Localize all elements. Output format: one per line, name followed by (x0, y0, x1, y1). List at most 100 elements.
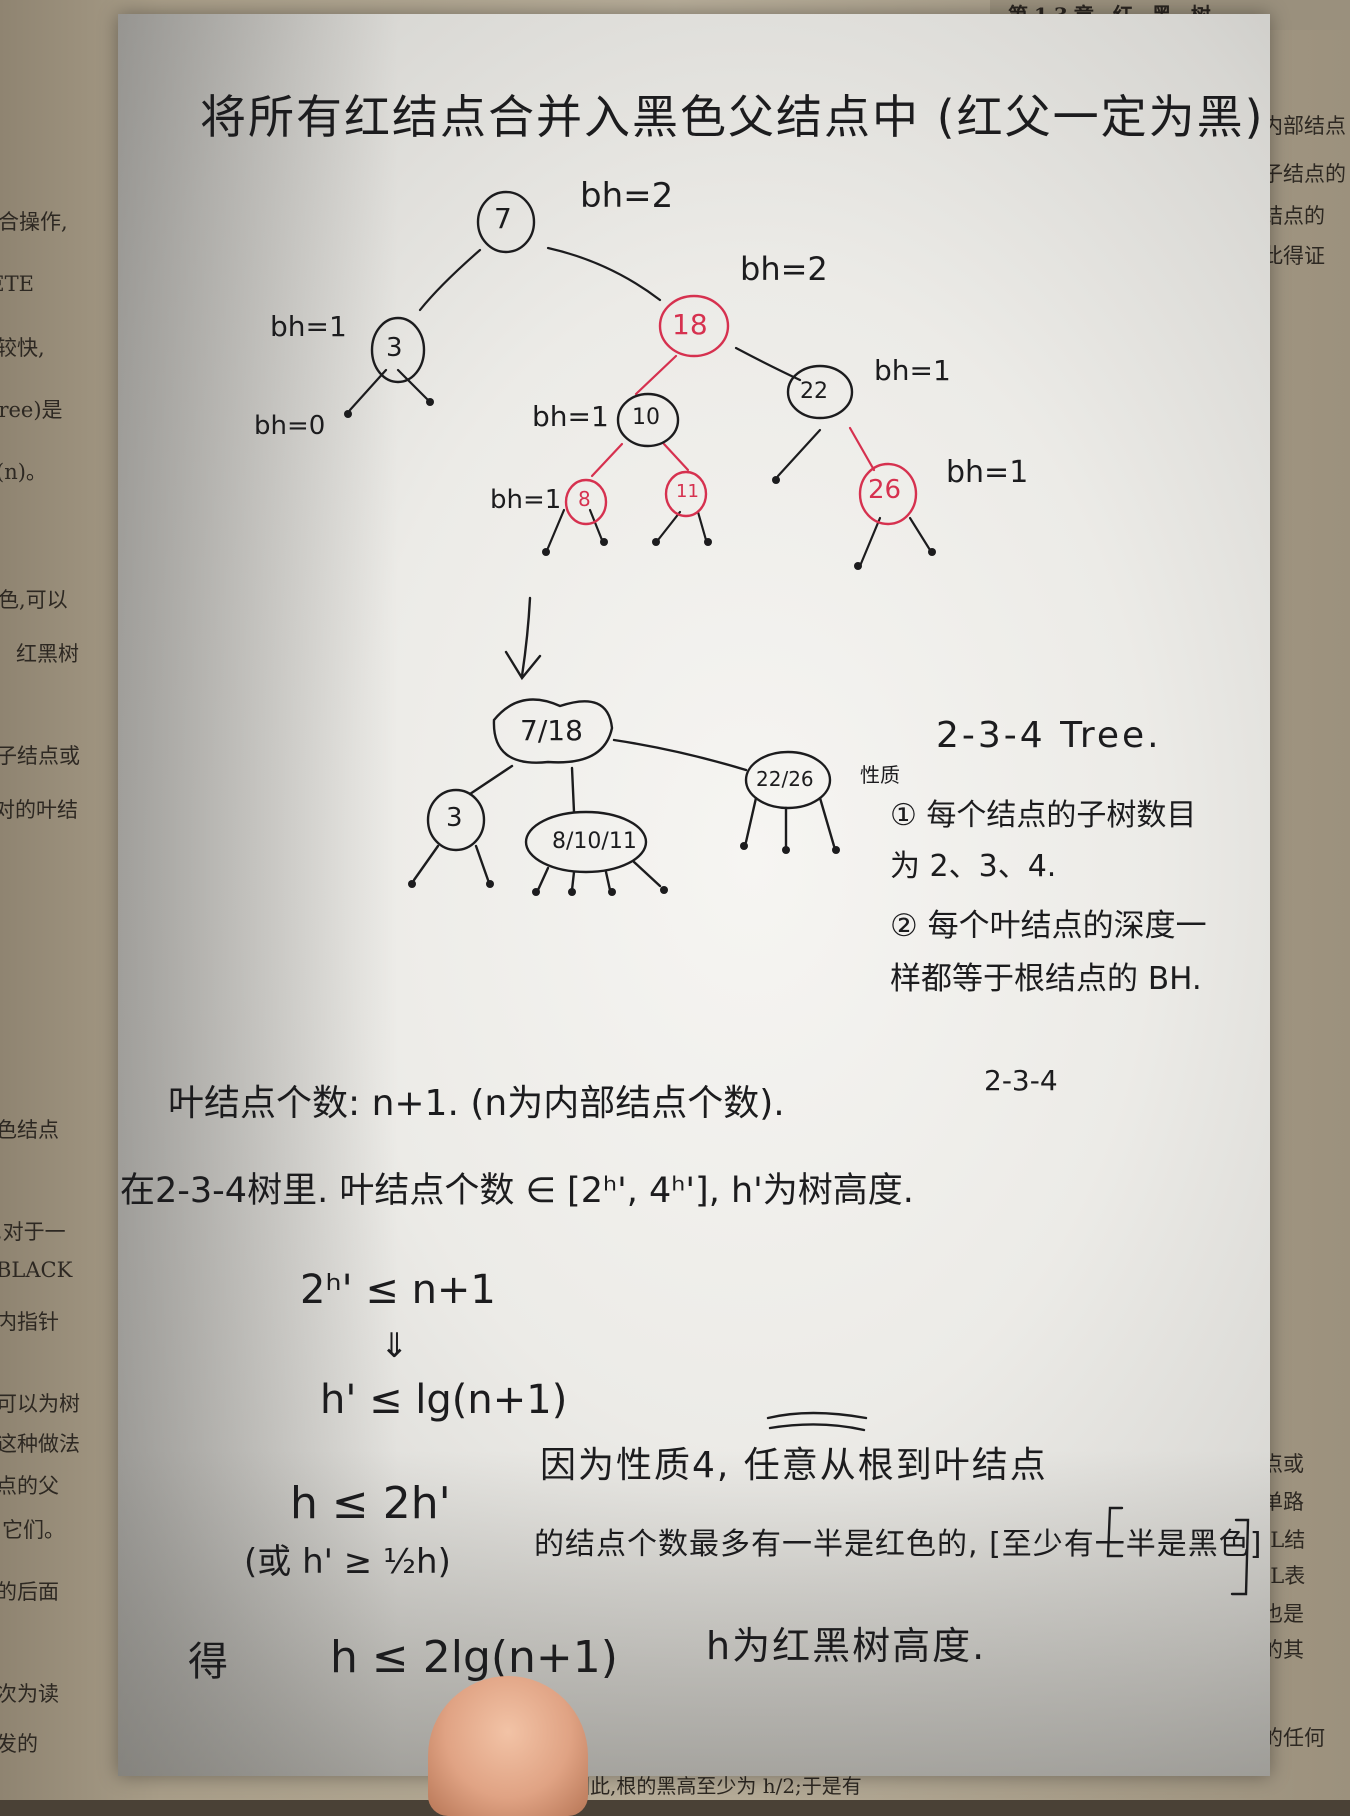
paper-shadow-bottom (118, 1450, 1270, 1776)
node-11 (664, 470, 708, 518)
node-label: 8 (578, 487, 591, 511)
node-22 (786, 364, 854, 420)
edge-3-leaf (348, 368, 388, 412)
book-right-line: IL结 (1262, 1528, 1306, 1552)
bracket-right (1230, 1518, 1250, 1596)
book-left-line: 红黑树 (16, 642, 79, 666)
node-10 (616, 392, 680, 448)
book-right-line: 内部结点 (1262, 114, 1346, 138)
edge-18-22 (734, 346, 802, 382)
book-right-line: IL表 (1262, 1564, 1306, 1588)
edge-11-leaf (696, 510, 708, 542)
leaf-count-line: 叶结点个数: n+1. (n为内部结点个数). (168, 1083, 785, 1124)
book-left-line: ELETE (0, 272, 34, 296)
node-label: 7/18 (520, 714, 583, 747)
bracket-left (1106, 1506, 1124, 1558)
edge-18-10 (634, 354, 678, 396)
edge-10-8 (590, 442, 624, 478)
book-left-line: 合操作, (0, 210, 68, 234)
node-7-18 (492, 698, 614, 764)
book-left-line: 内指针 (0, 1310, 59, 1334)
edge-7-18 (546, 246, 662, 302)
tree234-title: 2-3-4 Tree. (936, 715, 1162, 756)
node-label: 22/26 (756, 767, 814, 791)
reason-line-2: 的结点个数最多有一半是红色的, [至少有一半是黑色] (534, 1527, 1263, 1562)
bh-label: bh=1 (532, 400, 609, 433)
implies-arrow: ⇓ (380, 1326, 409, 1366)
book-left-line: 对的叶结 (0, 798, 78, 822)
node-label: 18 (672, 308, 708, 341)
down-arrow-icon (504, 596, 542, 681)
scribble-strike (766, 1411, 868, 1432)
book-left-line: 发的 (0, 1732, 38, 1756)
range-line: 在2-3-4树里. 叶结点个数 ∈ [2ʰ', 4ʰ'], h'为树高度. (120, 1171, 914, 1211)
book-left-line: 点的父 (0, 1474, 59, 1498)
node-22-26 (744, 750, 832, 810)
bh-label: bh=1 (490, 485, 562, 515)
book-left-line: BLACK (0, 1258, 73, 1282)
inequality-1: 2ʰ' ≤ n+1 (300, 1267, 496, 1313)
book-right-line: 结点的 (1262, 204, 1325, 228)
note-title: 将所有红结点合并入黑色父结点中 (红父一定为黑) (200, 90, 1265, 144)
book-left-line: 次为读 (0, 1682, 59, 1706)
node-label: 3 (386, 333, 403, 363)
book-left-line: ,对于一 (0, 1220, 66, 1244)
book-left-line: 色,可以 (0, 588, 68, 612)
property-label: 性质 (860, 763, 900, 787)
bh-label: bh=2 (740, 250, 828, 288)
edge-3-leaf (396, 368, 430, 402)
edge-7-3 (418, 248, 482, 312)
node-label: 22 (800, 379, 828, 404)
node-label: 7 (494, 202, 512, 235)
edge-26-leaf (908, 516, 932, 552)
node-label: 26 (868, 475, 902, 505)
bh-label: bh=2 (580, 176, 674, 216)
book-right-line: 子结点的 (1262, 162, 1346, 186)
inequality-2: h' ≤ lg(n+1) (320, 1377, 568, 1423)
inequality-3-note: (或 h' ≥ ½h) (244, 1542, 451, 1582)
node-7 (476, 190, 536, 254)
node-26 (858, 462, 918, 526)
annotation-234: 2-3-4 (984, 1064, 1058, 1097)
node-label: 3 (446, 803, 463, 833)
node-label: 8/10/11 (552, 829, 637, 854)
node-3 (370, 316, 426, 384)
book-left-line: 的后面 (0, 1580, 59, 1604)
bh-label: bh=1 (874, 354, 951, 387)
edge-11-leaf (656, 510, 682, 542)
book-left-line: 这种做法 (0, 1432, 80, 1456)
reason-line-1: 因为性质4, 任意从根到叶结点 (540, 1445, 1048, 1486)
node-8 (564, 478, 608, 526)
edge-8-leaf (588, 508, 604, 542)
inequality-3: h ≤ 2h' (290, 1478, 451, 1529)
book-left-line: 它们。 (2, 1518, 65, 1542)
edge-8-leaf (546, 508, 566, 550)
book-bottom-line: 因此,根的黑高至少为 h/2;于是有 (570, 1774, 862, 1798)
node-label: 10 (632, 405, 660, 430)
book-right-line: 也是 (1262, 1602, 1304, 1626)
book-right-line: 的其 (1262, 1638, 1304, 1662)
node-3-234 (426, 788, 486, 852)
book-right-line: 此得证 (1262, 244, 1325, 268)
book-left-line: 子结点或 (0, 744, 80, 768)
property-item: ② 每个叶结点的深度一样都等于根结点的 BH. (890, 908, 1207, 997)
book-right-line: 单路 (1262, 1490, 1304, 1514)
property-item: ① 每个结点的子树数目为 2、3、4. (890, 798, 1197, 884)
book-left-line: 色结点 (0, 1118, 59, 1142)
edge-22-leaf (776, 428, 822, 478)
edge-10-11 (662, 442, 690, 472)
edge-26-leaf (858, 516, 882, 568)
book-left-line: 较快, (0, 336, 45, 360)
result-note: h为红黑树高度. (706, 1624, 987, 1668)
bh-label: bh=1 (946, 455, 1029, 490)
book-right-line: 的任何 (1262, 1726, 1325, 1750)
finger (428, 1676, 588, 1816)
result-inequality: h ≤ 2lg(n+1) (330, 1632, 618, 1683)
result-prefix: 得 (188, 1639, 228, 1685)
book-left-line: tree)是 (0, 398, 63, 422)
book-left-line: (n)。 (0, 460, 47, 484)
book-right-line: 点或 (1262, 1452, 1304, 1476)
node-18 (658, 294, 730, 358)
node-label: 11 (676, 481, 699, 502)
